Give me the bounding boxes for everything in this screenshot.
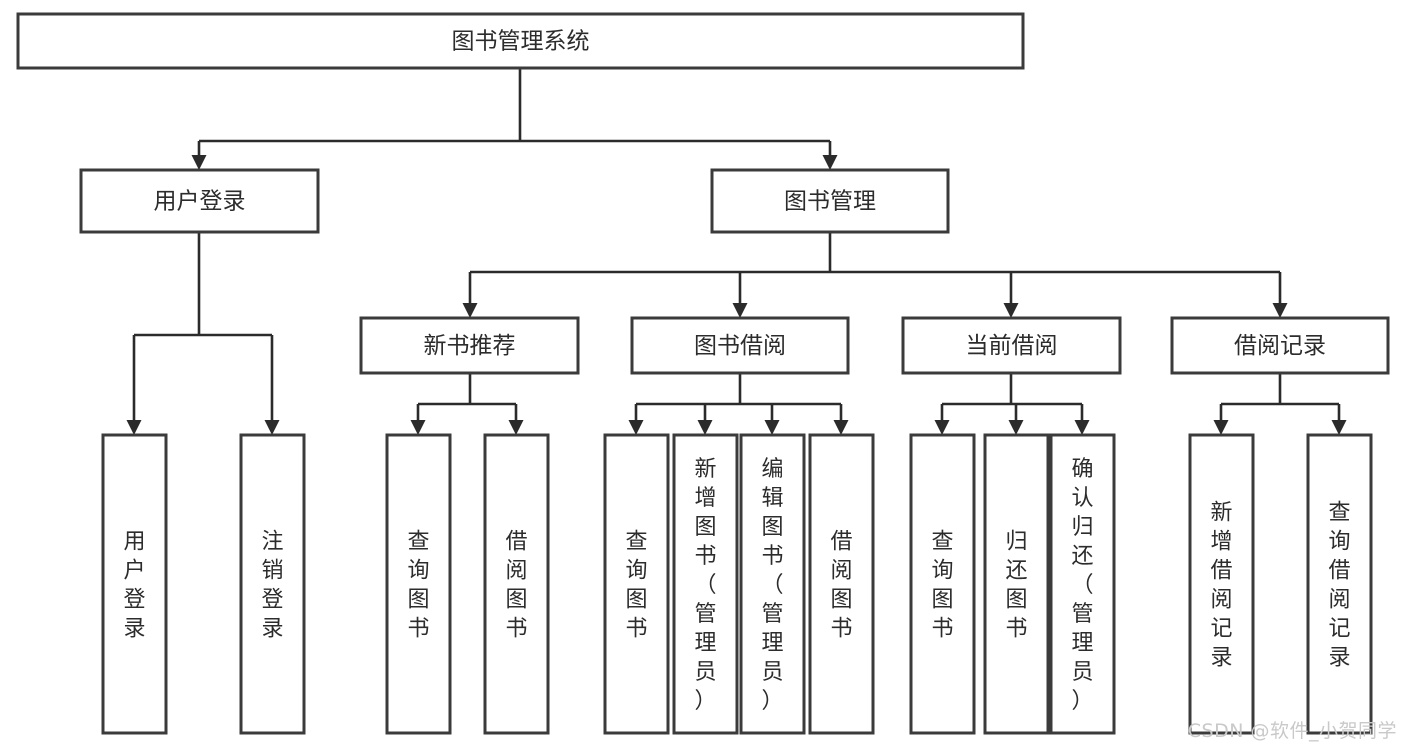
- arrow-head: [1008, 420, 1024, 435]
- arrow-head: [822, 155, 838, 170]
- node-box: [79, 168, 320, 234]
- arrow-head: [1003, 303, 1019, 318]
- node-label: 图书管理: [784, 189, 876, 215]
- node-label: 图书管理系统: [452, 29, 590, 55]
- node-label: 确认归还（管理员）: [1071, 457, 1093, 714]
- node-box: [1306, 433, 1373, 735]
- node-book-borrow[interactable]: 图书借阅: [630, 316, 850, 375]
- node-box: [239, 433, 306, 735]
- node-box: [483, 433, 550, 735]
- node-label: 借阅记录: [1234, 333, 1326, 359]
- node-box: [101, 433, 168, 735]
- arrow-head: [126, 420, 142, 435]
- node-label: 查询图书: [931, 530, 953, 642]
- node-leaf-edit-book-admin[interactable]: 编辑图书（管理员）: [739, 433, 806, 735]
- arrow-head: [410, 420, 426, 435]
- node-user-login[interactable]: 用户登录: [79, 168, 320, 234]
- node-leaf-user-login[interactable]: 用户登录: [101, 433, 168, 735]
- node-leaf-borrow-book[interactable]: 借阅图书: [808, 433, 875, 735]
- node-label: 编辑图书（管理员）: [761, 457, 783, 714]
- node-label: 查询图书: [407, 530, 429, 642]
- arrow-head: [833, 420, 849, 435]
- node-box: [739, 433, 806, 735]
- node-box: [909, 433, 976, 735]
- node-label: 新增图书（管理员）: [694, 457, 716, 714]
- arrow-head: [1331, 420, 1347, 435]
- watermark-text: CSDN @软件_小贺同学: [1187, 720, 1397, 742]
- node-box: [385, 433, 452, 735]
- node-label: 归还图书: [1005, 530, 1027, 642]
- node-leaf-return-book[interactable]: 归还图书: [983, 433, 1050, 735]
- node-label: 图书借阅: [694, 333, 786, 359]
- arrow-head: [1213, 420, 1229, 435]
- node-box: [16, 12, 1025, 70]
- node-leaf-add-borrow-record[interactable]: 新增借阅记录: [1188, 433, 1255, 735]
- nodes-layer: 图书管理系统用户登录图书管理新书推荐图书借阅当前借阅借阅记录用户登录注销登录查询…: [16, 12, 1390, 735]
- arrow-head: [934, 420, 950, 435]
- node-current-borrow[interactable]: 当前借阅: [901, 316, 1122, 375]
- node-borrow-record[interactable]: 借阅记录: [1170, 316, 1390, 375]
- node-book-manage[interactable]: 图书管理: [710, 168, 950, 234]
- node-box: [808, 433, 875, 735]
- node-label: 注销登录: [261, 530, 283, 642]
- node-box: [359, 316, 580, 375]
- arrow-head: [764, 420, 780, 435]
- node-leaf-borrow-book-recommend[interactable]: 借阅图书: [483, 433, 550, 735]
- node-box: [901, 316, 1122, 375]
- node-label: 当前借阅: [966, 333, 1058, 359]
- node-leaf-logout-login[interactable]: 注销登录: [239, 433, 306, 735]
- arrow-head: [1074, 420, 1090, 435]
- node-label: 新书推荐: [424, 333, 516, 359]
- node-label: 借阅图书: [505, 530, 527, 642]
- node-leaf-query-book-recommend[interactable]: 查询图书: [385, 433, 452, 735]
- node-leaf-query-borrow-record[interactable]: 查询借阅记录: [1306, 433, 1373, 735]
- node-leaf-query-book-current[interactable]: 查询图书: [909, 433, 976, 735]
- node-box: [983, 433, 1050, 735]
- arrow-head: [1272, 303, 1288, 318]
- arrow-head: [628, 420, 644, 435]
- node-root-system[interactable]: 图书管理系统: [16, 12, 1025, 70]
- node-box: [630, 316, 850, 375]
- node-box: [710, 168, 950, 234]
- arrow-head: [508, 420, 524, 435]
- arrow-head: [462, 303, 478, 318]
- arrow-head: [697, 420, 713, 435]
- node-box: [1170, 316, 1390, 375]
- node-box: [672, 433, 739, 735]
- node-label: 借阅图书: [830, 530, 852, 642]
- arrow-head: [264, 420, 280, 435]
- connectors-layer: [126, 68, 1347, 435]
- node-label: 查询图书: [625, 530, 647, 642]
- node-leaf-confirm-return-admin[interactable]: 确认归还（管理员）: [1049, 433, 1116, 735]
- arrow-head: [732, 303, 748, 318]
- node-label: 用户登录: [154, 189, 246, 215]
- node-leaf-query-book-borrow[interactable]: 查询图书: [603, 433, 670, 735]
- node-box: [603, 433, 670, 735]
- node-leaf-add-book-admin[interactable]: 新增图书（管理员）: [672, 433, 739, 735]
- node-box: [1049, 433, 1116, 735]
- node-label: 新增借阅记录: [1210, 501, 1232, 671]
- node-box: [1188, 433, 1255, 735]
- arrow-head: [191, 155, 207, 170]
- node-new-book-recommend[interactable]: 新书推荐: [359, 316, 580, 375]
- node-label: 查询借阅记录: [1328, 501, 1350, 671]
- node-label: 用户登录: [123, 530, 145, 642]
